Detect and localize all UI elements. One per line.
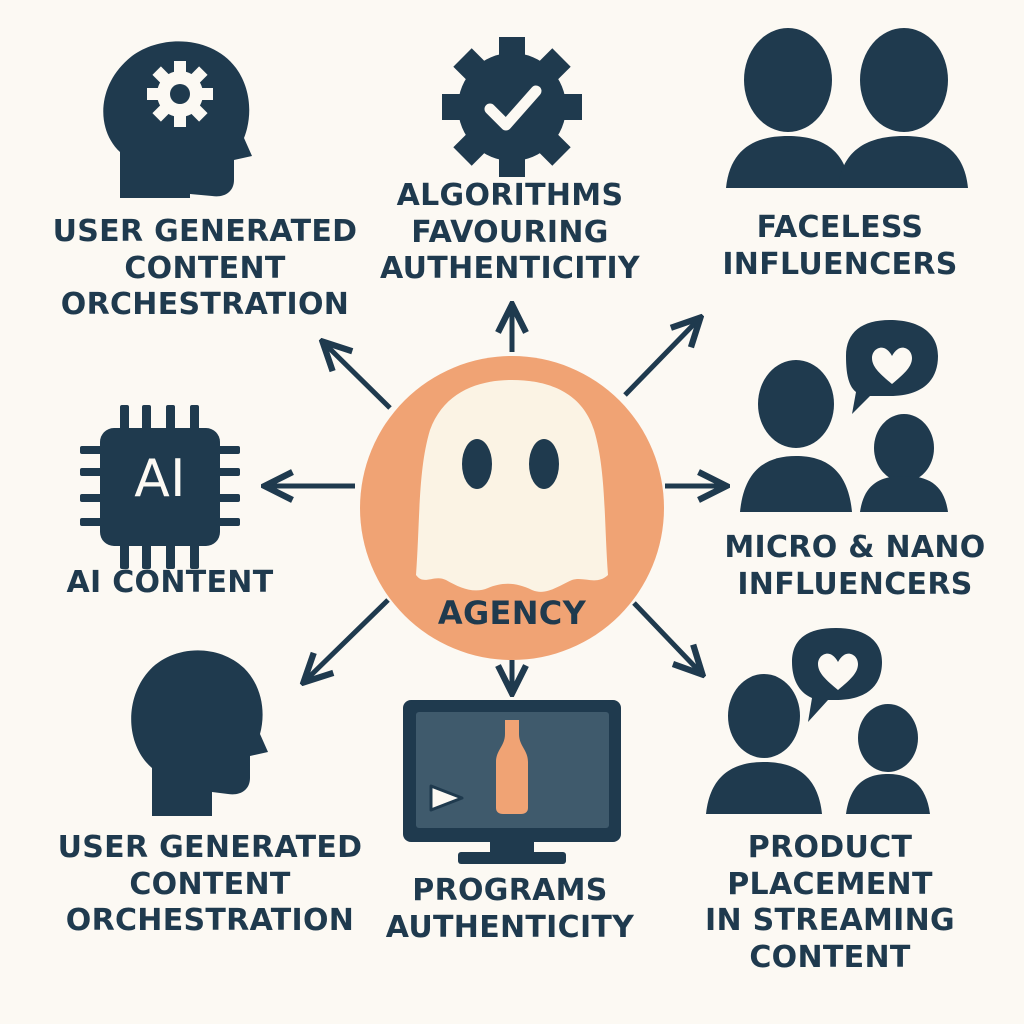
- node-label-programs: PROGRAMS AUTHENTICITY: [385, 873, 635, 945]
- monitor-bottle-icon: [403, 700, 621, 864]
- head-gear-icon: [103, 41, 253, 199]
- center-label: AGENCY: [437, 594, 587, 632]
- connector-arrows: [268, 308, 723, 690]
- arrow-to-faceless: [623, 320, 698, 397]
- ai-chip-icon: [80, 405, 240, 569]
- arrow-to-product-placement: [632, 601, 700, 672]
- center-node: [360, 356, 664, 660]
- node-label-ugc-bottom: USER GENERATED CONTENT ORCHESTRATION: [57, 830, 363, 939]
- arrow-to-ugc-bottom: [306, 598, 390, 680]
- node-label-faceless: FACELESS INFLUENCERS: [722, 210, 958, 282]
- ghost-right-eye: [529, 439, 559, 489]
- arrow-to-ugc-top: [325, 344, 392, 410]
- node-label-algorithms: ALGORITHMS FAVOURING AUTHENTICITIY: [380, 178, 640, 287]
- gear-check-icon: [442, 37, 582, 177]
- node-label-ai-content: AI CONTENT: [66, 565, 274, 600]
- ghost-left-eye: [462, 439, 492, 489]
- people-heart-bubble-icon: [740, 320, 948, 512]
- people-heart-bubble-icon: [706, 628, 930, 814]
- node-label-ugc-top: USER GENERATED CONTENT ORCHESTRATION: [52, 214, 358, 323]
- ghost-icon: [416, 380, 608, 592]
- ai-chip-text: AI: [134, 449, 186, 509]
- two-people-icon: [726, 28, 968, 188]
- node-label-micro-nano: MICRO & NANO INFLUENCERS: [724, 530, 986, 602]
- head-profile-icon: [131, 650, 268, 816]
- node-label-product-placement: PRODUCT PLACEMENT IN STREAMING CONTENT: [705, 830, 955, 975]
